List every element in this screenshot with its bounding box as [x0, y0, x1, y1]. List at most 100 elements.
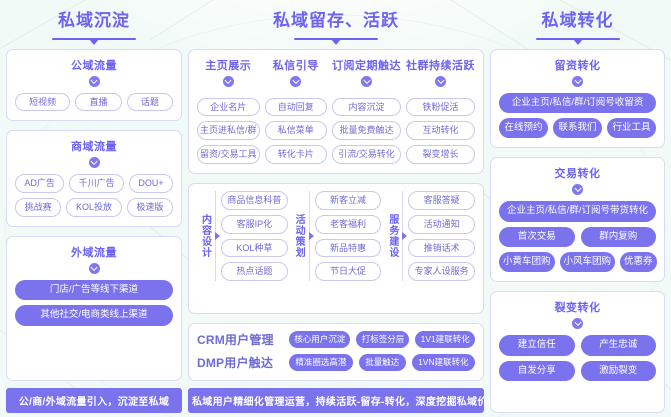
- column-retention-activity: 私域留存、活跃 主页展示 私信引导 订阅定期触达 社群持续活跃: [188, 4, 498, 413]
- matrix-cell[interactable]: 裂变增长: [406, 145, 475, 165]
- group-title-transaction-conversion: 交易转化: [554, 168, 601, 181]
- crm-pill-item[interactable]: 1V1建联转化: [415, 330, 476, 348]
- tag-item[interactable]: 挑战赛: [15, 198, 62, 218]
- pill-item[interactable]: 首次交易: [499, 226, 575, 248]
- chevron-down-icon[interactable]: [361, 75, 372, 87]
- pill-item[interactable]: 其他社交/电商类线上渠道: [15, 305, 173, 326]
- pill-item[interactable]: 小黄车团购: [499, 252, 555, 273]
- crm-row: CRM用户管理 核心用户沉淀 打标签分层 1V1建联转化: [197, 330, 476, 348]
- chevron-down-icon[interactable]: [572, 318, 583, 330]
- lane-tags: 客服答疑 活动通知 推销话术 专家人设服务: [408, 191, 476, 282]
- pill-item[interactable]: 在线预约: [499, 118, 548, 139]
- tag-row: 短视频 直播 话题: [15, 92, 173, 112]
- pill-item[interactable]: 激励裂变: [580, 360, 656, 382]
- lane-tag-item[interactable]: 新品特惠: [314, 238, 382, 258]
- pill-item[interactable]: 优惠券: [620, 252, 657, 273]
- matrix-cell[interactable]: 企业名片: [197, 97, 260, 117]
- lane-tag-item[interactable]: 客服IP化: [221, 214, 288, 234]
- matrix-cell[interactable]: 互动转化: [406, 121, 475, 141]
- pill-item[interactable]: 联系我们: [553, 118, 602, 139]
- matrix-cell[interactable]: 批量免费触达: [332, 121, 401, 141]
- pill-item[interactable]: 自发分享: [499, 360, 575, 382]
- pill-item[interactable]: 建立信任: [499, 335, 575, 356]
- column-title-right: 私域转化: [541, 11, 614, 30]
- pill-item[interactable]: 门店/广告等线下渠道: [15, 280, 173, 301]
- chevron-down-icon[interactable]: [435, 75, 446, 87]
- tag-item[interactable]: KOL投放: [66, 198, 122, 218]
- tag-item[interactable]: 千川广告: [69, 174, 124, 194]
- pill-row: 在线预约 联系我们 行业工具: [499, 118, 656, 139]
- lane-tag-item[interactable]: KOL种草: [221, 238, 288, 258]
- chevron-down-icon[interactable]: [572, 75, 583, 87]
- matrix-cell[interactable]: 铁粉促活: [406, 97, 475, 117]
- chevron-down-icon[interactable]: [88, 263, 100, 275]
- tag-item[interactable]: 短视频: [15, 92, 71, 112]
- pill-row: 企业主页/私信/群/订阅号带货转化: [499, 201, 656, 222]
- matrix-cell[interactable]: 留资/交易工具: [197, 145, 260, 165]
- crm-pill-item[interactable]: 打标签分层: [356, 330, 410, 348]
- matrix-cell[interactable]: 转化卡片: [264, 145, 327, 165]
- lane-arrow-icon: [402, 191, 404, 282]
- matrix-cell[interactable]: 自动回复: [264, 97, 327, 117]
- lane-container: 内容设计 商品信息科普 客服IP化 KOL种草 热点话题 活动策划 新客立减 老…: [197, 191, 476, 282]
- pill-item[interactable]: 群内复购: [580, 226, 656, 248]
- lane-tag-item[interactable]: 推销话术: [408, 238, 476, 258]
- column-private-accumulation: 私域沉淀 公域流量 短视频 直播 话题 商域流量 AD广告 千川广告 DOU+ …: [6, 4, 182, 413]
- pill-item[interactable]: 产生忠诚: [580, 335, 656, 356]
- pill-item[interactable]: 小风车团购: [559, 252, 616, 273]
- chevron-down-icon[interactable]: [88, 157, 100, 169]
- crm-pill-item[interactable]: 1VN建联转化: [411, 353, 476, 371]
- wide-pill-item[interactable]: 企业主页/私信/群/订阅号带货转化: [499, 201, 656, 222]
- pill-row: 其他社交/电商类线上渠道: [15, 305, 173, 326]
- crm-row: DMP用户触达 精准圈选高潜 批量触达 1VN建联转化: [197, 353, 476, 371]
- title-underline-middle: [294, 37, 378, 40]
- lane-tag-item[interactable]: 专家人设服务: [408, 262, 476, 282]
- chevron-down-icon[interactable]: [222, 75, 234, 87]
- lane-label: 服务建设: [386, 214, 398, 259]
- crm-pill-item[interactable]: 核心用户沉淀: [289, 330, 351, 348]
- card-crm-dmp: CRM用户管理 核心用户沉淀 打标签分层 1V1建联转化 DMP用户触达 精准圈…: [188, 322, 484, 381]
- lane-tag-item[interactable]: 客服答疑: [408, 191, 476, 210]
- card-external-traffic: 外域流量 门店/广告等线下渠道 其他社交/电商类线上渠道: [6, 236, 182, 381]
- lane-tag-item[interactable]: 节日大促: [314, 262, 382, 282]
- pill-item[interactable]: 行业工具: [607, 118, 656, 139]
- lane-tag-item[interactable]: 商品信息科普: [221, 191, 288, 210]
- pill-row: 自发分享 激励裂变: [499, 360, 656, 382]
- crm-pill-item[interactable]: 精准圈选高潜: [289, 353, 353, 371]
- lane-service-building: 服务建设 客服答疑 活动通知 推销话术 专家人设服务: [384, 191, 476, 282]
- card-business-traffic: 商域流量 AD广告 千川广告 DOU+ 挑战赛 KOL投放 极速版: [6, 130, 182, 228]
- matrix-cell[interactable]: 私信菜单: [264, 121, 327, 141]
- lane-tag-item[interactable]: 活动通知: [408, 214, 476, 234]
- group-title-fission-conversion: 裂变转化: [554, 302, 601, 315]
- matrix-grid: 主页展示 私信引导 订阅定期触达 社群持续活跃 企业名片 自动回复 内容沉淀: [197, 57, 475, 165]
- matrix-header-label: 私信引导: [272, 59, 319, 72]
- wide-pill-item[interactable]: 企业主页/私信/群/订阅号收留资: [499, 92, 656, 114]
- chevron-down-icon[interactable]: [572, 184, 583, 196]
- matrix-header-cell: 社群持续活跃: [406, 57, 475, 93]
- title-underline-left: [52, 37, 136, 40]
- lane-label: 活动策划: [293, 214, 305, 259]
- lane-tag-item[interactable]: 新客立减: [314, 191, 382, 210]
- lane-tag-item[interactable]: 老客福利: [314, 214, 382, 234]
- lane-label: 内容设计: [199, 214, 211, 259]
- tag-item[interactable]: 直播: [75, 92, 122, 112]
- tag-row: AD广告 千川广告 DOU+: [15, 174, 173, 194]
- lane-content-design: 内容设计 商品信息科普 客服IP化 KOL种草 热点话题: [197, 191, 288, 282]
- tag-item[interactable]: DOU+: [129, 174, 173, 194]
- lane-tag-item[interactable]: 热点话题: [221, 262, 288, 282]
- lane-arrow-icon: [308, 191, 310, 282]
- tag-item[interactable]: 极速版: [126, 198, 173, 218]
- crm-pill-item[interactable]: 批量触达: [358, 353, 406, 371]
- matrix-cell[interactable]: 主页进私信/群: [197, 121, 260, 141]
- column-conversion: 私域转化 留资转化 企业主页/私信/群/订阅号收留资 在线预约 联系我们 行业工…: [490, 4, 665, 413]
- tag-row: 挑战赛 KOL投放 极速版: [15, 198, 173, 218]
- matrix-cell[interactable]: 引流/交易转化: [332, 145, 401, 165]
- tag-item[interactable]: 话题: [126, 92, 173, 112]
- banner-middle: 私域用户精细化管理运营，持续活跃-留存-转化，深度挖掘私域价值: [188, 388, 498, 413]
- chevron-down-icon[interactable]: [88, 75, 100, 87]
- tag-item[interactable]: AD广告: [15, 174, 65, 194]
- lane-tags: 商品信息科普 客服IP化 KOL种草 热点话题: [221, 191, 288, 282]
- pill-row: 门店/广告等线下渠道: [15, 280, 173, 301]
- chevron-down-icon[interactable]: [290, 75, 302, 87]
- matrix-cell[interactable]: 内容沉淀: [332, 97, 401, 117]
